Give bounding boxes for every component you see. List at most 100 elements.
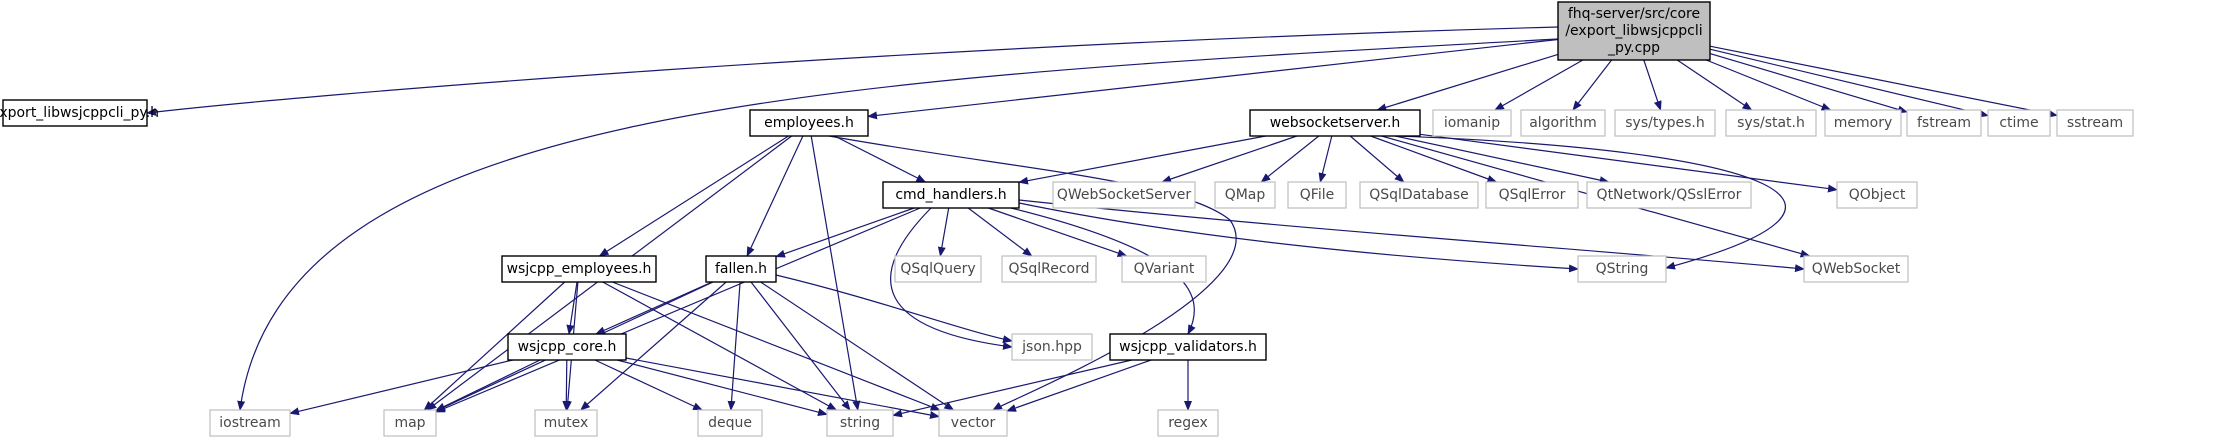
edge-root-to-memory xyxy=(1705,59,1832,111)
edge-root-to-export_h xyxy=(146,26,1559,116)
node-box xyxy=(749,109,869,137)
node-QObject[interactable]: QObject xyxy=(1836,181,1918,209)
node-wsjcpp_employees_h[interactable]: wsjcpp_employees.h xyxy=(501,255,657,283)
node-QMap[interactable]: QMap xyxy=(1214,181,1276,209)
edge-websocketserver_h-to-cmd_handlers_h xyxy=(1018,135,1266,185)
node-box xyxy=(501,255,657,283)
edge-employees_h-to-fallen_h xyxy=(746,135,804,257)
node-fallen_h[interactable]: fallen.h xyxy=(705,255,777,283)
node-label: sys/stat.h xyxy=(1737,115,1805,131)
node-fstream[interactable]: fstream xyxy=(1906,109,1982,137)
node-label: QWebSocket xyxy=(1812,261,1901,277)
edge-wsjcpp_employees_h-to-map xyxy=(423,281,566,411)
node-iomanip[interactable]: iomanip xyxy=(1432,109,1512,137)
edge-fallen_h-to-mutex xyxy=(580,281,727,411)
edge-fallen_h-to-deque xyxy=(727,281,741,411)
edge-fallen_h-to-string xyxy=(750,281,851,411)
edge-websocketserver_h-to-QSqlDatabase xyxy=(1349,135,1405,183)
edge-root-to-employees_h xyxy=(867,38,1559,120)
node-iostream[interactable]: iostream xyxy=(209,409,291,437)
node-label: regex xyxy=(1168,415,1208,431)
node-string[interactable]: string xyxy=(826,409,894,437)
node-sstream[interactable]: sstream xyxy=(2056,109,2134,137)
node-box xyxy=(1485,181,1579,209)
node-wsjcpp_validators_h[interactable]: wsjcpp_validators.h xyxy=(1109,333,1267,361)
node-sys_types[interactable]: sys/types.h xyxy=(1614,109,1716,137)
node-QSqlDatabase[interactable]: QSqlDatabase xyxy=(1359,181,1479,209)
node-label: QMap xyxy=(1225,187,1266,203)
edge-cmd_handlers_h-to-QVariant xyxy=(988,207,1128,257)
node-employees_h[interactable]: employees.h xyxy=(749,109,869,137)
node-box xyxy=(1987,109,2051,137)
node-label: string xyxy=(840,415,880,431)
node-memory[interactable]: memory xyxy=(1824,109,1902,137)
node-box xyxy=(1614,109,1716,137)
node-label: vector xyxy=(951,415,996,431)
node-box xyxy=(1586,181,1752,209)
node-box xyxy=(1432,109,1512,137)
node-box xyxy=(2,99,148,127)
edge-websocketserver_h-to-QFile xyxy=(1318,135,1333,183)
edge-wsjcpp_core_h-to-iostream xyxy=(289,359,513,416)
edge-wsjcpp_core_h-to-deque xyxy=(594,359,704,411)
node-QSqlQuery[interactable]: QSqlQuery xyxy=(894,255,982,283)
node-label: QSqlRecord xyxy=(1008,261,1089,277)
node-vector[interactable]: vector xyxy=(938,409,1008,437)
node-label: QSqlQuery xyxy=(900,261,975,277)
node-label: deque xyxy=(708,415,752,431)
edge-websocketserver_h-to-QObject xyxy=(1419,133,1838,193)
node-label: websocketserver.h xyxy=(1270,115,1401,131)
node-deque[interactable]: deque xyxy=(697,409,763,437)
edge-wsjcpp_core_h-to-string xyxy=(616,359,828,417)
node-mutex[interactable]: mutex xyxy=(534,409,598,437)
node-box xyxy=(882,181,1020,209)
node-cmd_handlers_h[interactable]: cmd_handlers.h xyxy=(882,181,1020,209)
node-box xyxy=(2056,109,2134,137)
edge-root-to-sys_stat xyxy=(1676,59,1753,111)
edge-root-to-websocketserver_h xyxy=(1376,53,1559,112)
node-QFile[interactable]: QFile xyxy=(1287,181,1347,209)
node-label: QVariant xyxy=(1134,261,1195,277)
node-root-file[interactable]: fhq-server/src/core/export_libwsjcppcli_… xyxy=(1557,1,1711,61)
node-box xyxy=(1249,109,1421,137)
node-box xyxy=(1109,333,1267,361)
node-label: iomanip xyxy=(1444,115,1500,131)
node-ctime[interactable]: ctime xyxy=(1987,109,2051,137)
node-box xyxy=(1577,255,1667,283)
node-label: QSqlDatabase xyxy=(1369,187,1468,203)
node-QSslError[interactable]: QtNetwork/QSslError xyxy=(1586,181,1752,209)
node-map[interactable]: map xyxy=(383,409,437,437)
node-QSqlRecord[interactable]: QSqlRecord xyxy=(1001,255,1097,283)
node-box xyxy=(705,255,777,283)
edge-websocketserver_h-to-QSqlError xyxy=(1370,135,1498,183)
node-label: /export_libwsjcppcli xyxy=(1565,23,1702,39)
node-websocketserver_h[interactable]: websocketserver.h xyxy=(1249,109,1421,137)
node-QString[interactable]: QString xyxy=(1577,255,1667,283)
node-QSqlError[interactable]: QSqlError xyxy=(1485,181,1579,209)
edge-fallen_h-to-json_hpp xyxy=(775,274,1013,344)
edge-wsjcpp_validators_h-to-vector xyxy=(1006,359,1152,412)
node-algorithm[interactable]: algorithm xyxy=(1520,109,1606,137)
edge-wsjcpp_employees_h-to-wsjcpp_core_h xyxy=(566,281,578,335)
edge-websocketserver_h-to-QString xyxy=(1394,135,1786,270)
node-box xyxy=(826,409,894,437)
node-json_hpp[interactable]: json.hpp xyxy=(1011,333,1093,361)
node-sys_stat[interactable]: sys/stat.h xyxy=(1725,109,1817,137)
node-box xyxy=(1287,181,1347,209)
node-label: algorithm xyxy=(1529,115,1597,131)
node-box xyxy=(1157,409,1219,437)
node-QVariant[interactable]: QVariant xyxy=(1121,255,1207,283)
edge-employees_h-to-string xyxy=(810,135,861,411)
node-box xyxy=(938,409,1008,437)
node-wsjcpp_core_h[interactable]: wsjcpp_core.h xyxy=(507,333,627,361)
node-export_h[interactable]: export_libwsjcppcli_py.h xyxy=(0,99,159,127)
edges-layer xyxy=(146,26,2058,419)
node-regex[interactable]: regex xyxy=(1157,409,1219,437)
node-QWebSocketServer[interactable]: QWebSocketServer xyxy=(1052,181,1196,209)
nodes-layer: fhq-server/src/core/export_libwsjcppcli_… xyxy=(0,1,2134,437)
node-box xyxy=(383,409,437,437)
edge-root-to-fstream xyxy=(1709,53,1908,114)
node-QWebSocket[interactable]: QWebSocket xyxy=(1803,255,1909,283)
node-label: fallen.h xyxy=(715,261,767,277)
edge-cmd_handlers_h-to-QString xyxy=(1018,202,1579,273)
